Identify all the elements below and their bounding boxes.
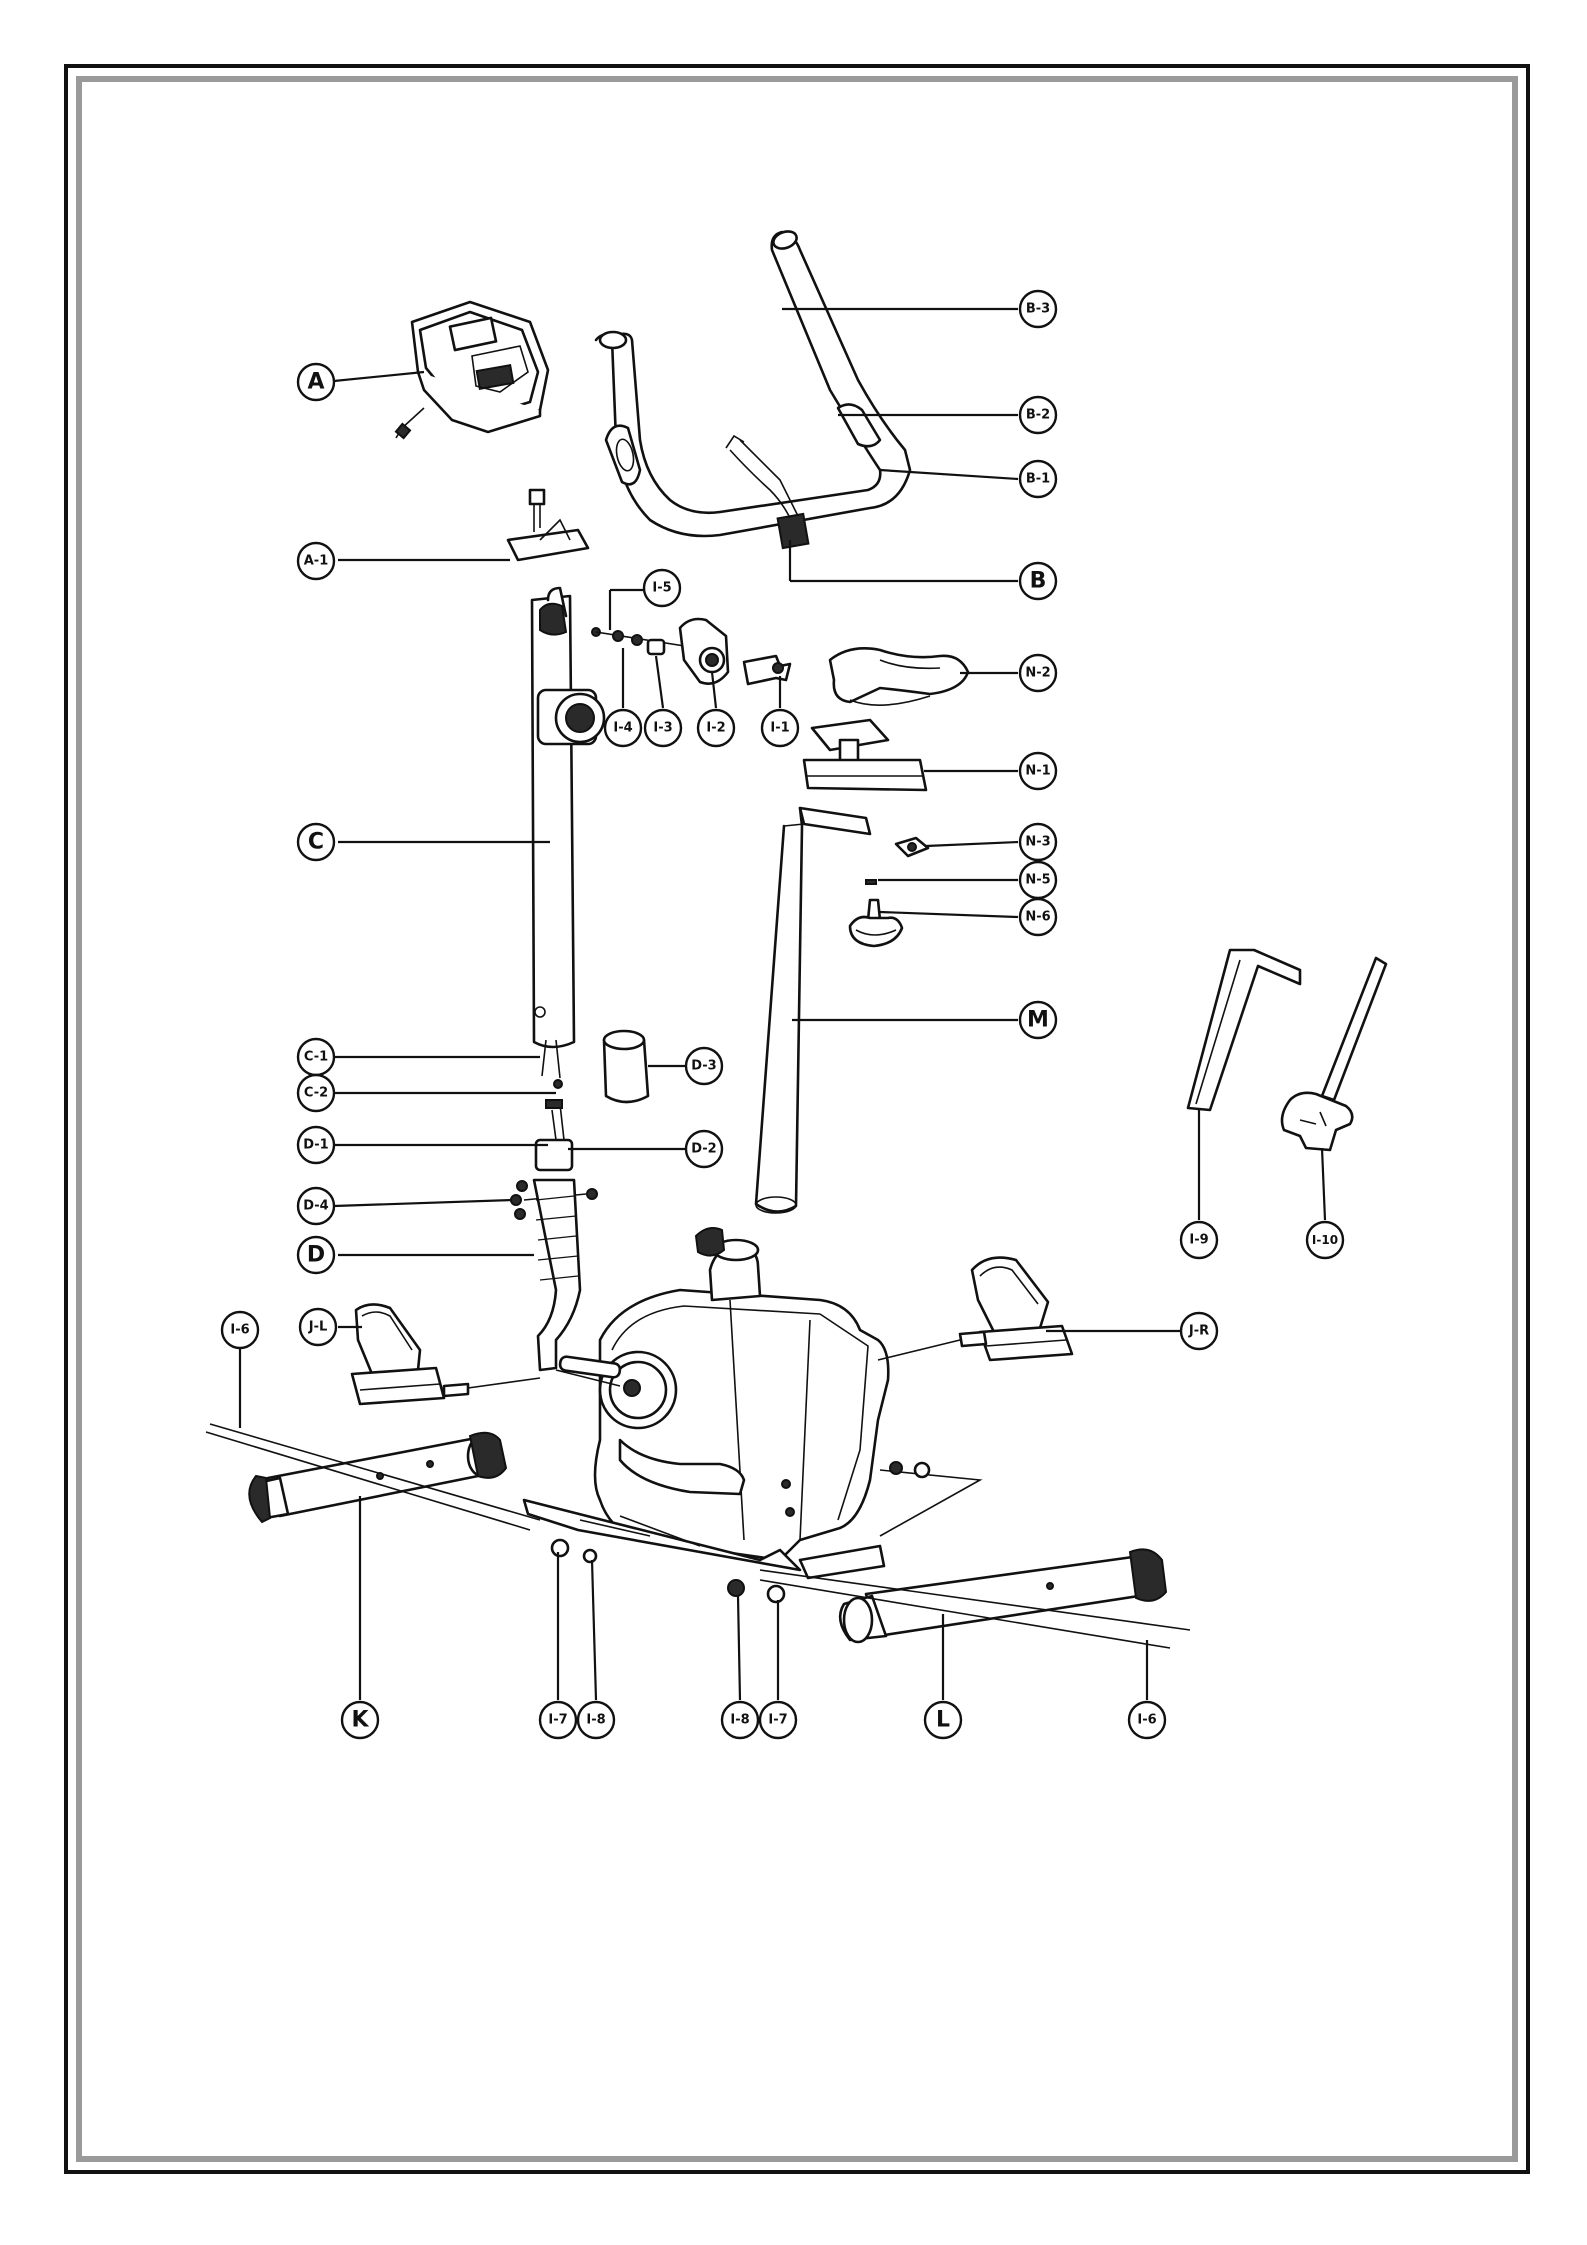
callout-I-10: I-10 xyxy=(1307,1222,1343,1258)
svg-text:D: D xyxy=(307,1243,325,1268)
svg-text:D-1: D-1 xyxy=(303,1138,328,1153)
svg-text:I-9: I-9 xyxy=(1189,1233,1208,1248)
svg-text:K: K xyxy=(351,1708,369,1733)
callout-I-9: I-9 xyxy=(1181,1222,1217,1258)
callout-I-7-left: I-7 xyxy=(540,1702,576,1738)
callout-D-4: D-4 xyxy=(298,1188,334,1224)
part-saddle-slider xyxy=(804,720,926,790)
svg-text:I-8: I-8 xyxy=(730,1713,749,1728)
svg-text:D-2: D-2 xyxy=(691,1142,716,1157)
svg-text:I-6: I-6 xyxy=(230,1323,249,1338)
callout-C-2: C-2 xyxy=(298,1075,334,1111)
callout-N-3: N-3 xyxy=(1020,824,1056,860)
callout-K: K xyxy=(342,1702,378,1738)
part-front-stabilizer xyxy=(206,1424,540,1530)
callout-J-R: J-R xyxy=(1181,1313,1217,1349)
svg-text:I-7: I-7 xyxy=(768,1713,787,1728)
svg-text:I-5: I-5 xyxy=(652,581,671,596)
svg-text:I-2: I-2 xyxy=(706,721,725,736)
callout-B-1: B-1 xyxy=(1020,461,1056,497)
callout-B-2: B-2 xyxy=(1020,397,1056,433)
part-sleeve xyxy=(604,1031,648,1102)
svg-text:N-1: N-1 xyxy=(1025,764,1050,779)
callout-N-5: N-5 xyxy=(1020,862,1056,898)
callout-N-1: N-1 xyxy=(1020,753,1056,789)
part-right-pedal xyxy=(878,1258,1072,1360)
svg-text:I-6: I-6 xyxy=(1137,1713,1156,1728)
callout-D-1: D-1 xyxy=(298,1127,334,1163)
callout-B-3: B-3 xyxy=(1020,291,1056,327)
callout-I-1: I-1 xyxy=(762,710,798,746)
callout-I-6-left: I-6 xyxy=(222,1312,258,1348)
svg-text:J-R: J-R xyxy=(1188,1324,1209,1339)
svg-text:I-4: I-4 xyxy=(613,721,632,736)
part-left-pedal xyxy=(352,1304,540,1404)
svg-text:I-1: I-1 xyxy=(770,721,789,736)
callout-I-5: I-5 xyxy=(644,570,680,606)
callout-I-3: I-3 xyxy=(645,710,681,746)
callout-D-3: D-3 xyxy=(686,1048,722,1084)
part-lower-tube xyxy=(534,1180,580,1370)
svg-text:B-3: B-3 xyxy=(1026,302,1050,317)
callout-D: D xyxy=(298,1237,334,1273)
part-adjustment-assembly xyxy=(592,619,790,684)
part-seat-post xyxy=(756,808,870,1213)
svg-text:C-1: C-1 xyxy=(304,1050,328,1065)
svg-text:A-1: A-1 xyxy=(304,554,329,569)
part-slider-hardware xyxy=(850,838,928,946)
svg-text:M: M xyxy=(1027,1008,1049,1033)
part-wrench xyxy=(1282,958,1386,1150)
svg-text:C: C xyxy=(308,830,324,855)
callout-J-L: J-L xyxy=(300,1309,336,1345)
svg-text:N-3: N-3 xyxy=(1025,835,1050,850)
part-handlebar xyxy=(596,228,910,548)
svg-text:N-6: N-6 xyxy=(1025,910,1050,925)
svg-text:N-5: N-5 xyxy=(1025,873,1050,888)
callout-I-4: I-4 xyxy=(605,710,641,746)
callout-I-2: I-2 xyxy=(698,710,734,746)
svg-text:I-3: I-3 xyxy=(653,721,672,736)
svg-text:C-2: C-2 xyxy=(304,1086,328,1101)
svg-text:I-8: I-8 xyxy=(586,1713,605,1728)
callout-N-2: N-2 xyxy=(1020,655,1056,691)
part-upright-stem xyxy=(508,490,604,1088)
svg-text:A: A xyxy=(307,370,324,395)
svg-text:I-7: I-7 xyxy=(548,1713,567,1728)
svg-text:B: B xyxy=(1030,569,1047,594)
callout-M: M xyxy=(1020,1002,1056,1038)
part-allen-key xyxy=(1188,950,1300,1110)
callout-B: B xyxy=(1020,563,1056,599)
part-console xyxy=(396,302,548,438)
svg-text:J-L: J-L xyxy=(308,1320,328,1335)
part-saddle xyxy=(830,648,968,705)
callout-N-6: N-6 xyxy=(1020,899,1056,935)
callout-L: L xyxy=(925,1702,961,1738)
part-main-frame xyxy=(556,1228,888,1560)
callout-D-2: D-2 xyxy=(686,1131,722,1167)
svg-text:B-1: B-1 xyxy=(1026,472,1050,487)
svg-text:N-2: N-2 xyxy=(1025,666,1050,681)
callout-A-1: A-1 xyxy=(298,543,334,579)
svg-text:I-10: I-10 xyxy=(1312,1233,1338,1247)
callout-I-7-right: I-7 xyxy=(760,1702,796,1738)
svg-text:D-3: D-3 xyxy=(691,1059,716,1074)
callout-I-6-right: I-6 xyxy=(1129,1702,1165,1738)
svg-text:D-4: D-4 xyxy=(303,1199,328,1214)
svg-text:L: L xyxy=(936,1708,950,1733)
svg-text:B-2: B-2 xyxy=(1026,408,1050,423)
callout-C-1: C-1 xyxy=(298,1039,334,1075)
callout-A: A xyxy=(298,364,334,400)
callout-C: C xyxy=(298,824,334,860)
callout-I-8-right: I-8 xyxy=(722,1702,758,1738)
callout-I-8-left: I-8 xyxy=(578,1702,614,1738)
